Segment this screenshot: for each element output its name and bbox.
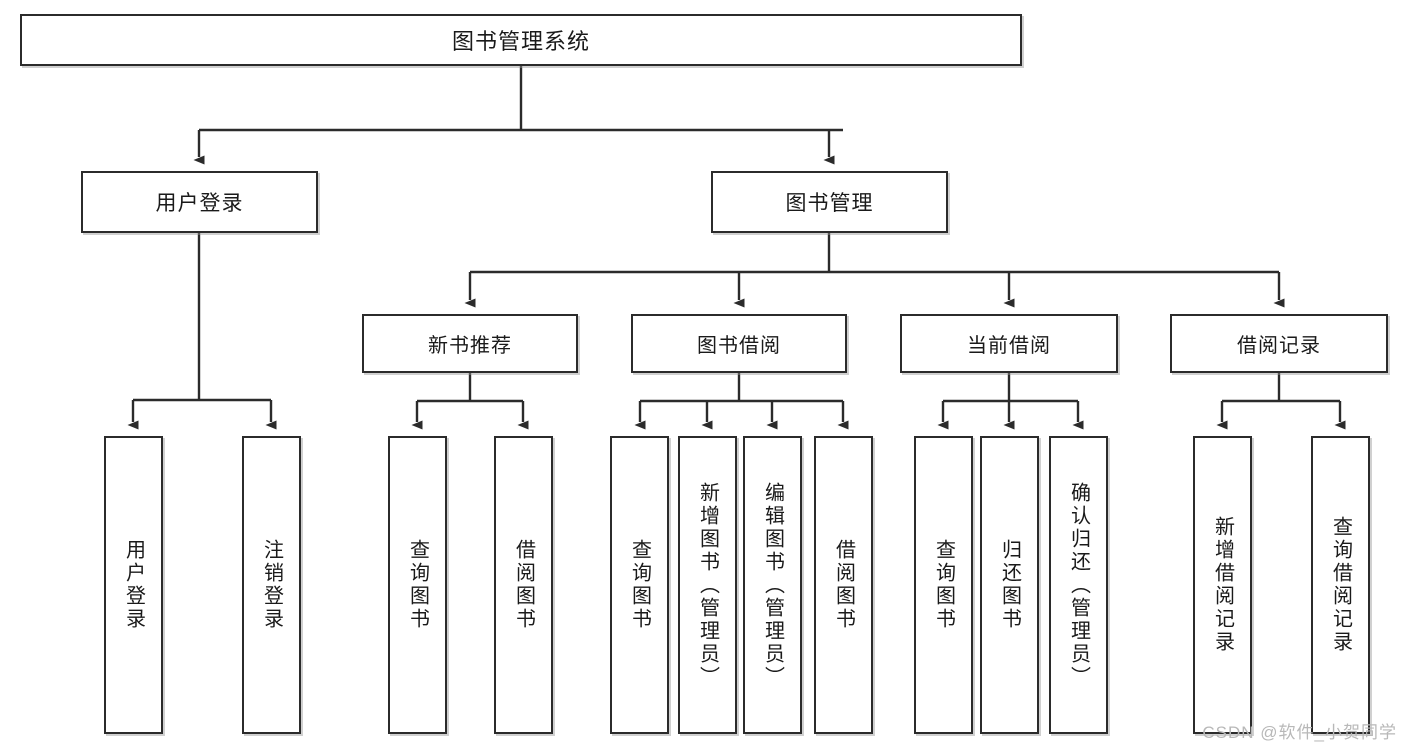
leaf-query-record[interactable]: 查询借阅记录 bbox=[1311, 436, 1370, 734]
leaf-query-book-1-label: 查询图书 bbox=[406, 539, 429, 631]
leaf-edit-book[interactable]: 编辑图书（管理员） bbox=[743, 436, 802, 734]
leaf-confirm-return[interactable]: 确认归还（管理员） bbox=[1049, 436, 1108, 734]
node-current-borrow-label: 当前借阅 bbox=[967, 335, 1051, 357]
leaf-add-book-label: 新增图书（管理员） bbox=[696, 481, 719, 689]
leaf-user-logout[interactable]: 注销登录 bbox=[242, 436, 301, 734]
node-book-borrow-label: 图书借阅 bbox=[697, 335, 781, 357]
leaf-user-login[interactable]: 用户登录 bbox=[104, 436, 163, 734]
leaf-query-book-3[interactable]: 查询图书 bbox=[914, 436, 973, 734]
leaf-user-logout-label: 注销登录 bbox=[260, 539, 283, 631]
node-user-login-label: 用户登录 bbox=[155, 192, 244, 215]
node-borrow-record-label: 借阅记录 bbox=[1237, 335, 1321, 357]
leaf-add-record-label: 新增借阅记录 bbox=[1211, 516, 1234, 654]
node-new-book-recommend-label: 新书推荐 bbox=[428, 335, 512, 357]
node-user-login[interactable]: 用户登录 bbox=[81, 171, 318, 233]
leaf-borrow-book-1[interactable]: 借阅图书 bbox=[494, 436, 553, 734]
leaf-query-book-3-label: 查询图书 bbox=[932, 539, 955, 631]
leaf-query-book-2-label: 查询图书 bbox=[628, 539, 651, 631]
watermark: CSDN @软件_小贺同学 bbox=[1202, 723, 1397, 742]
leaf-query-book-1[interactable]: 查询图书 bbox=[388, 436, 447, 734]
node-current-borrow[interactable]: 当前借阅 bbox=[900, 314, 1118, 373]
leaf-borrow-book-1-label: 借阅图书 bbox=[512, 539, 535, 631]
node-borrow-record[interactable]: 借阅记录 bbox=[1170, 314, 1388, 373]
leaf-confirm-return-label: 确认归还（管理员） bbox=[1067, 481, 1090, 689]
leaf-borrow-book-2[interactable]: 借阅图书 bbox=[814, 436, 873, 734]
leaf-borrow-book-2-label: 借阅图书 bbox=[832, 539, 855, 631]
node-root[interactable]: 图书管理系统 bbox=[20, 14, 1022, 66]
node-root-label: 图书管理系统 bbox=[451, 29, 590, 54]
node-book-borrow[interactable]: 图书借阅 bbox=[631, 314, 847, 373]
leaf-query-book-2[interactable]: 查询图书 bbox=[610, 436, 669, 734]
leaf-query-record-label: 查询借阅记录 bbox=[1329, 516, 1352, 654]
leaf-add-record[interactable]: 新增借阅记录 bbox=[1193, 436, 1252, 734]
node-new-book-recommend[interactable]: 新书推荐 bbox=[362, 314, 578, 373]
leaf-return-book[interactable]: 归还图书 bbox=[980, 436, 1039, 734]
leaf-edit-book-label: 编辑图书（管理员） bbox=[761, 481, 784, 689]
leaf-user-login-label: 用户登录 bbox=[122, 539, 145, 631]
leaf-add-book[interactable]: 新增图书（管理员） bbox=[678, 436, 737, 734]
node-book-manage[interactable]: 图书管理 bbox=[711, 171, 948, 233]
node-book-manage-label: 图书管理 bbox=[785, 192, 874, 215]
leaf-return-book-label: 归还图书 bbox=[998, 539, 1021, 631]
